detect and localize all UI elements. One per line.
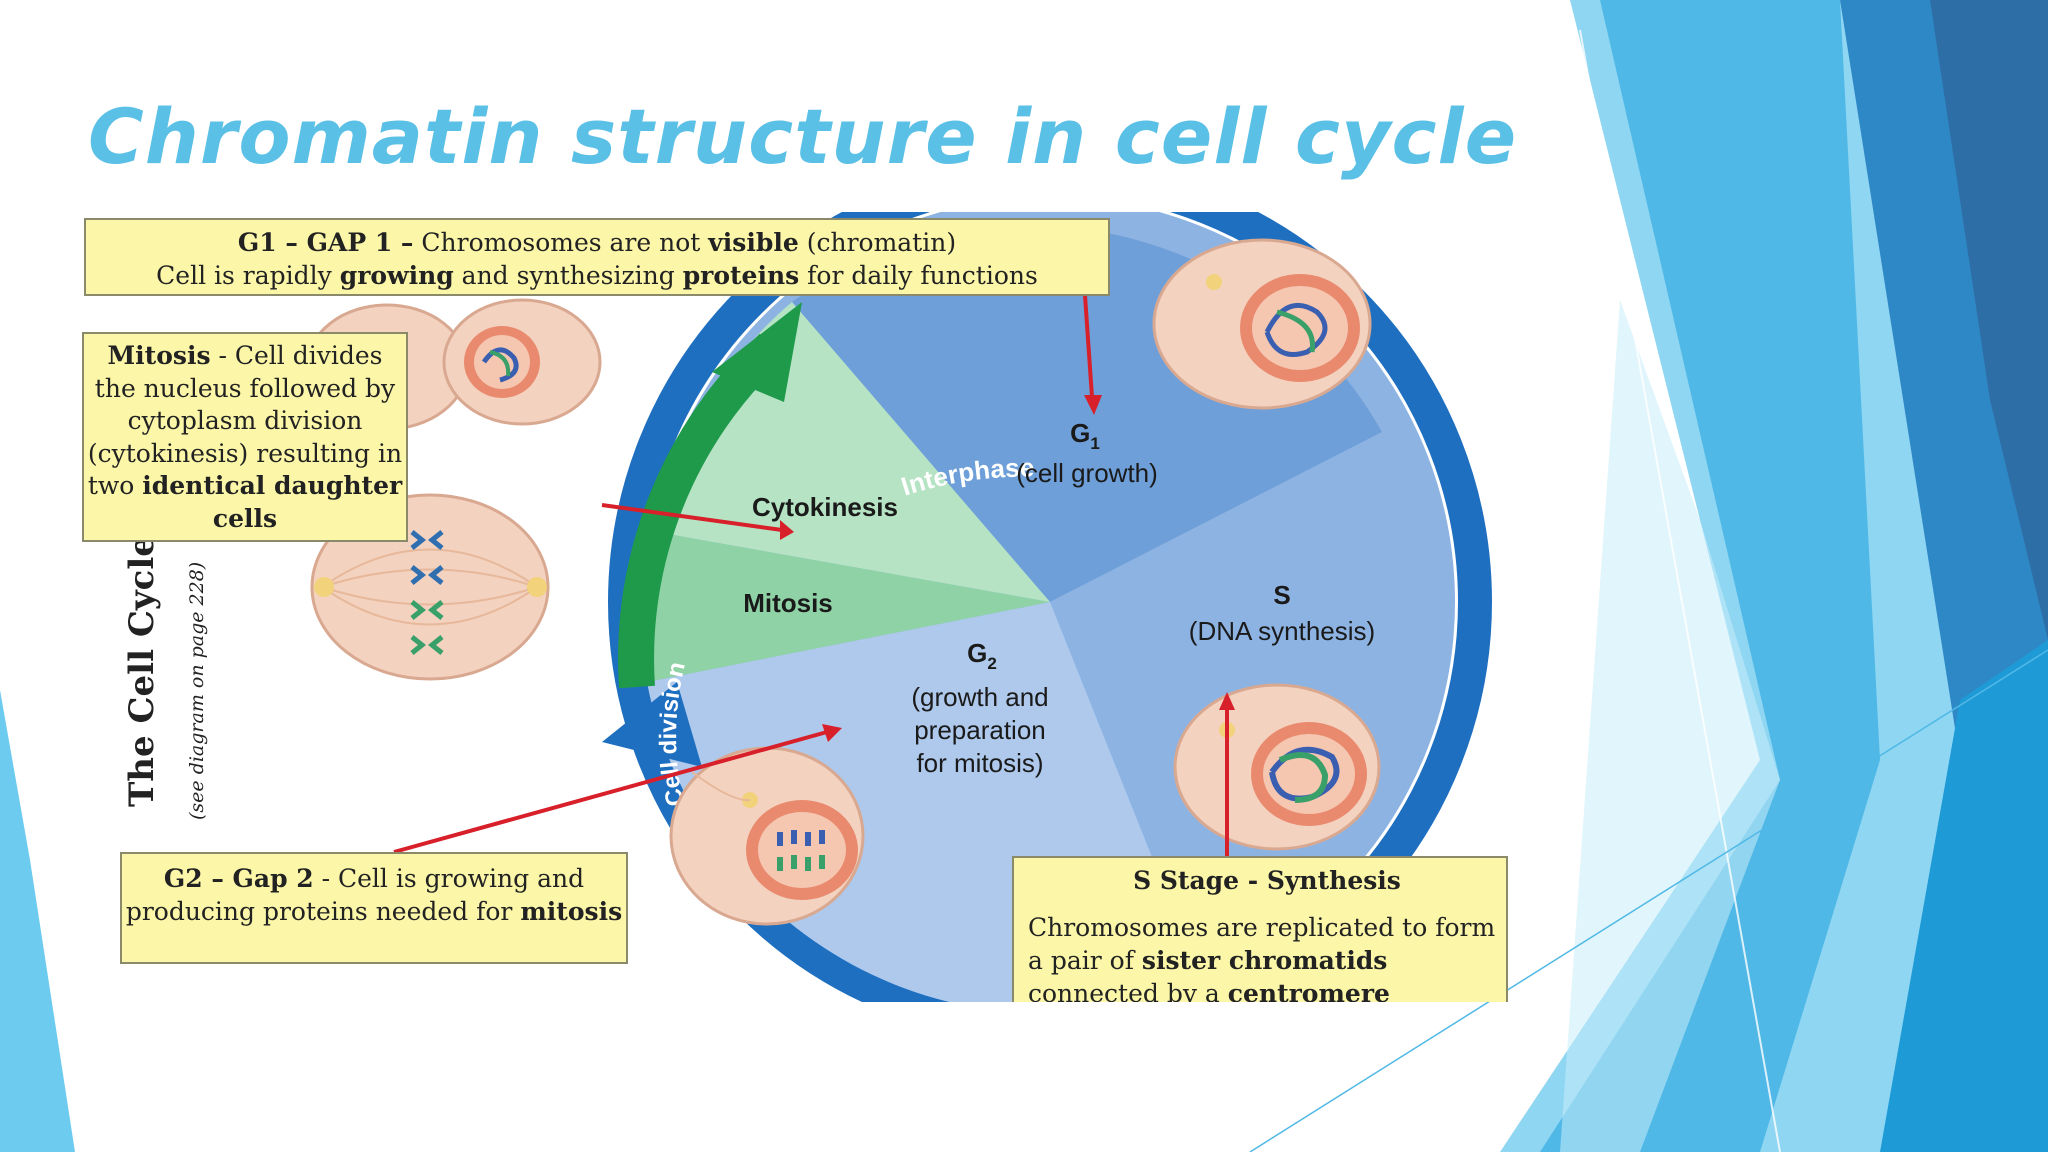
- g2-description-3: for mitosis): [916, 748, 1043, 778]
- callout-g2-text1: - Cell is growing and producing proteins…: [125, 864, 585, 926]
- callout-g2-bold1: G2 – Gap 2: [163, 864, 314, 893]
- mitosis-label: Mitosis: [743, 588, 833, 618]
- deco-right-bright: [1880, 640, 2048, 1152]
- callout-s-text1: Chromosomes are replicated to form a pai…: [1028, 913, 1496, 975]
- slide-title: Chromatin structure in cell cycle: [88, 92, 1518, 181]
- deco-right-mid: [1540, 0, 1880, 1152]
- g2-description-2: preparation: [914, 715, 1046, 745]
- sector-mitosis: [644, 532, 1050, 682]
- cell-division-arrowhead: [712, 302, 802, 402]
- cell-g1-icon: [1152, 238, 1372, 410]
- deco-right-deep: [1930, 0, 2048, 640]
- callout-g1-text3: Cell is rapidly: [156, 261, 340, 290]
- callout-g1-bold2: visible: [708, 228, 799, 257]
- callout-g1-text1: Chromosomes are not: [413, 228, 709, 257]
- g2-symbol: G2: [967, 638, 997, 673]
- g1-description: (cell growth): [1016, 458, 1158, 488]
- g1-symbol: G1: [1070, 418, 1100, 453]
- callout-g1-bold1: G1 – GAP 1 –: [237, 228, 414, 257]
- cell-g2-icon: [669, 746, 865, 926]
- callout-g1-bold4: proteins: [682, 261, 800, 290]
- callout-s-bold2: centromere: [1227, 979, 1390, 1002]
- cell-cycle-figure: Interphase Cell division G1 (cell growth…: [82, 212, 1508, 1002]
- callout-s-text2: connected by a: [1028, 979, 1228, 1002]
- callout-mitosis-bold1: Mitosis: [107, 341, 211, 370]
- callout-mitosis: Mitosis - Cell divides the nucleus follo…: [82, 332, 408, 542]
- callout-g1-text4: and synthesizing: [453, 261, 683, 290]
- deco-thin-line-2: [1249, 649, 2048, 1152]
- cell-division-arc: [618, 333, 785, 689]
- pointer-arrows: [393, 251, 1235, 860]
- cell-cycle-vertical-title: The Cell Cycle: [122, 535, 162, 807]
- callout-s-stage: S Stage - Synthesis Chromosomes are repl…: [1012, 856, 1508, 1002]
- g2-description-1: (growth and: [911, 682, 1048, 712]
- callout-s-bold1: sister chromatids: [1141, 946, 1388, 975]
- callout-s-heading: S Stage - Synthesis: [1133, 866, 1401, 895]
- callout-g1-bold3: growing: [339, 261, 454, 290]
- callout-g1: G1 – GAP 1 – Chromosomes are not visible…: [84, 218, 1110, 296]
- callout-mitosis-bold2: identical daughter cells: [142, 471, 403, 533]
- cytokinesis-label: Cytokinesis: [752, 492, 898, 522]
- callout-g1-text5: for daily functions: [799, 261, 1038, 290]
- callout-g2: G2 – Gap 2 - Cell is growing and produci…: [120, 852, 628, 964]
- callout-g2-bold2: mitosis: [520, 897, 623, 926]
- deco-right-pale: [1560, 300, 1780, 1152]
- cell-cycle-vertical-subtitle: (see diagram on page 228): [186, 561, 208, 820]
- callout-g1-text2: (chromatin): [798, 228, 957, 257]
- interphase-arrowhead: [602, 682, 702, 767]
- deco-thin-line-1: [1579, 29, 1781, 1152]
- s-symbol: S: [1273, 580, 1290, 610]
- callout-mitosis-text1: - Cell divides the nucleus followed by c…: [87, 341, 403, 500]
- s-description: (DNA synthesis): [1189, 616, 1375, 646]
- deco-left-wedge: [0, 690, 75, 1152]
- cell-s-icon: [1173, 683, 1381, 851]
